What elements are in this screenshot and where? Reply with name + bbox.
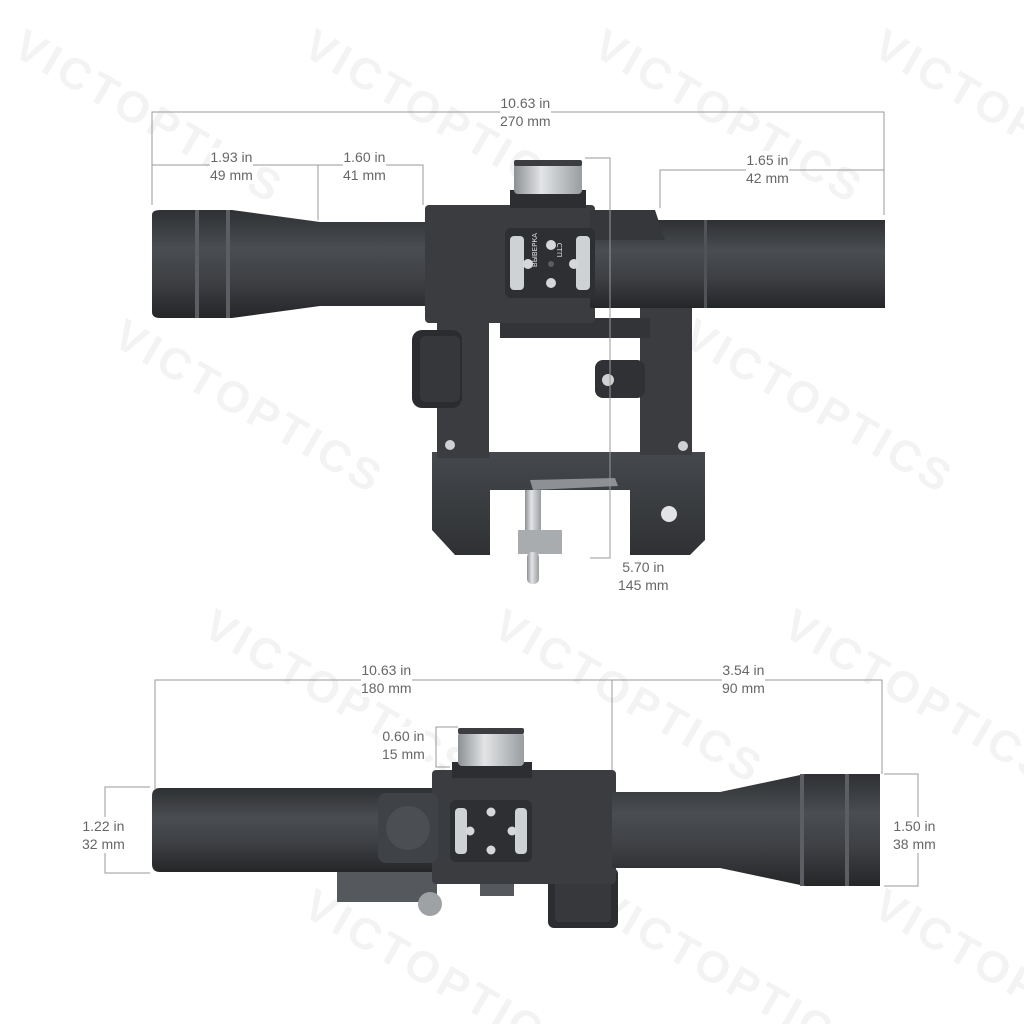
eyepiece-tube [152,210,430,318]
tube-eyepiece-top [152,788,440,872]
top-scope-side-view [152,160,885,584]
adjustment-plate-top [450,800,532,862]
mount-base [432,452,705,555]
mount-knob-right [595,360,645,398]
turret-base [510,190,586,208]
plate-label-top: ВЫВЕРКА [531,232,540,268]
clamp-screw-head [418,892,442,916]
objective-bell [612,774,880,886]
elevation-turret [514,162,582,194]
plate-label-top-2: СТП [555,242,564,258]
clamp-nut [518,530,562,554]
elevation-turret-top [458,732,524,766]
mount-screw [661,506,677,522]
bottom-scope-top-view [152,728,880,928]
clamp-screw [527,552,539,584]
windage-knob [386,806,430,850]
clamp-lever [530,478,618,490]
